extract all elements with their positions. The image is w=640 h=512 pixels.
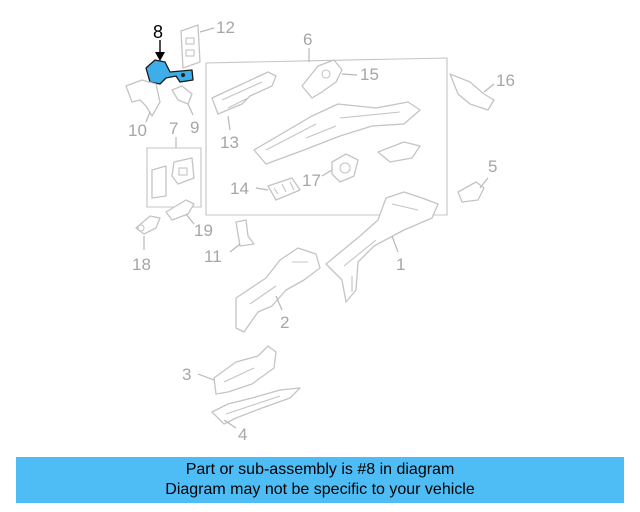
- callout-18: 18: [132, 255, 151, 274]
- callout-8: 8: [153, 22, 163, 42]
- callout-7: 7: [169, 119, 178, 138]
- callout-16: 16: [496, 71, 515, 90]
- callout-12: 12: [216, 18, 235, 37]
- callout-14: 14: [230, 179, 249, 198]
- part-9: [171, 85, 193, 105]
- callout-6: 6: [303, 30, 312, 49]
- callout-2: 2: [280, 313, 289, 332]
- crossmember: [253, 101, 421, 165]
- part-19: [165, 199, 195, 221]
- part-13: [211, 71, 277, 115]
- callout-17: 17: [302, 171, 321, 190]
- part-18: [135, 215, 161, 235]
- banner-line-1: Part or sub-assembly is #8 in diagram: [185, 461, 455, 478]
- part-8-highlighted: [145, 59, 194, 85]
- part-3: [213, 345, 277, 395]
- callout-13: 13: [220, 133, 239, 152]
- group-7-box: [146, 147, 202, 208]
- callout-15: 15: [360, 65, 379, 84]
- part-7a: [151, 165, 167, 199]
- callout-19: 19: [194, 221, 213, 240]
- callout-3: 3: [182, 365, 191, 384]
- part-17: [331, 153, 359, 183]
- group-6-box: [205, 57, 448, 216]
- banner-line-2: Diagram may not be specific to your vehi…: [165, 481, 475, 498]
- part-1: [325, 191, 439, 303]
- part-11: [235, 219, 255, 247]
- callout-5: 5: [488, 157, 497, 176]
- callout-11: 11: [204, 247, 222, 266]
- part-4: [211, 387, 301, 425]
- callout-10: 10: [128, 121, 147, 140]
- info-banner: Part or sub-assembly is #8 in diagram Di…: [16, 457, 624, 503]
- part-10: [125, 79, 161, 117]
- callout-4: 4: [238, 425, 247, 444]
- part-5: [457, 181, 485, 203]
- part-12: [180, 24, 201, 69]
- part-16: [449, 73, 495, 111]
- part-2: [235, 247, 321, 333]
- part-7b: [171, 157, 195, 185]
- callout-9: 9: [190, 118, 199, 137]
- callout-1: 1: [396, 255, 405, 274]
- part-15: [301, 59, 343, 99]
- part-bracket-right: [377, 141, 421, 163]
- parts-diagram: 6 7 12 8 10 9 13 15 17 14 16: [125, 18, 515, 444]
